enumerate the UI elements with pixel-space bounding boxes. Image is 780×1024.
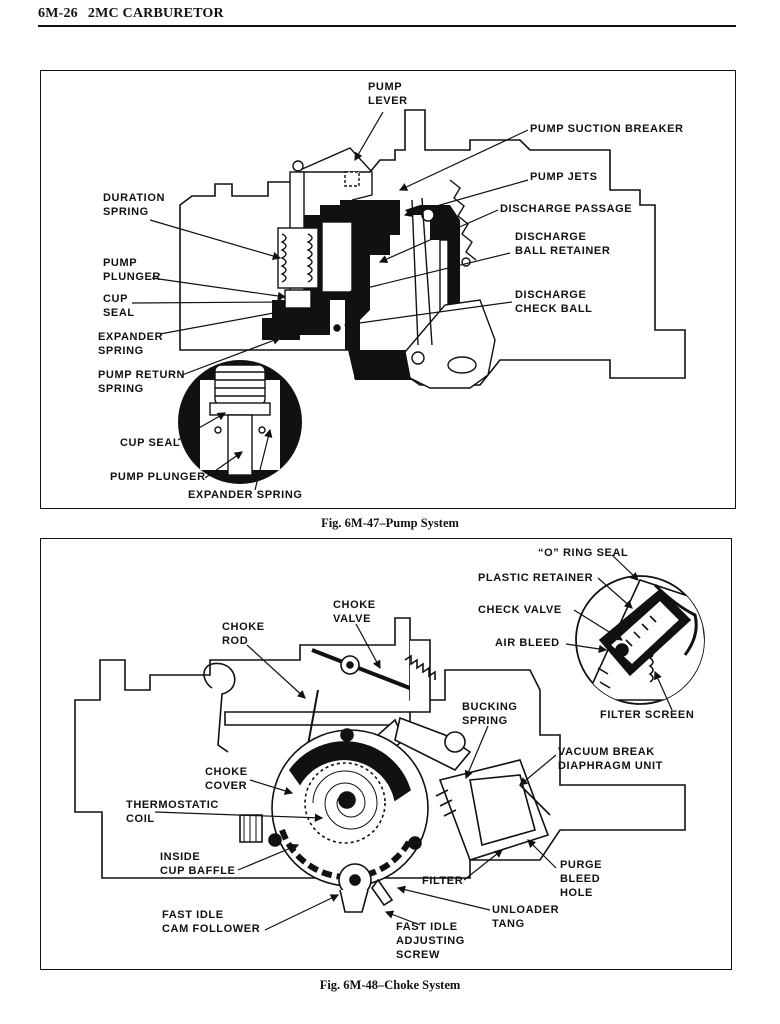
page-number: 6M-26: [38, 6, 78, 21]
label-check-valve: CHECK VALVE: [478, 604, 562, 616]
label-filter-screen: FILTER SCREEN: [600, 709, 694, 721]
header-rule: [38, 25, 736, 27]
fast-idle-cam: [338, 863, 394, 913]
label-inset-expander-spring: EXPANDER SPRING: [188, 489, 303, 501]
vacuum-break-inset: [575, 575, 705, 705]
page-header: 6M-26 2MC CARBURETOR: [38, 6, 224, 22]
label-filter: FILTER: [422, 875, 463, 887]
label-inset-cup-seal: CUP SEAL: [120, 437, 180, 449]
label-discharge-passage: DISCHARGE PASSAGE: [500, 203, 632, 215]
label-pump-suction-breaker: PUMP SUCTION BREAKER: [530, 123, 684, 135]
section-title: 2MC CARBURETOR: [87, 6, 224, 21]
figure-pump-system-caption: Fig. 6M-47–Pump System: [321, 516, 459, 530]
choke-housing: [239, 728, 429, 887]
figure-choke-system-caption: Fig. 6M-48–Choke System: [319, 978, 461, 992]
label-inset-pump-plunger: PUMP PLUNGER: [110, 471, 206, 483]
label-plastic-retainer: PLASTIC RETAINER: [478, 572, 593, 584]
choke-valve-plate: [311, 639, 436, 713]
label-o-ring-seal: “O” RING SEAL: [538, 547, 628, 559]
label-pump-jets: PUMP JETS: [530, 171, 598, 183]
leader-lines: [131, 111, 673, 931]
pump-plunger-assembly: [277, 147, 496, 389]
pump-plunger-inset: [178, 360, 302, 484]
label-air-bleed: AIR BLEED: [495, 637, 560, 649]
